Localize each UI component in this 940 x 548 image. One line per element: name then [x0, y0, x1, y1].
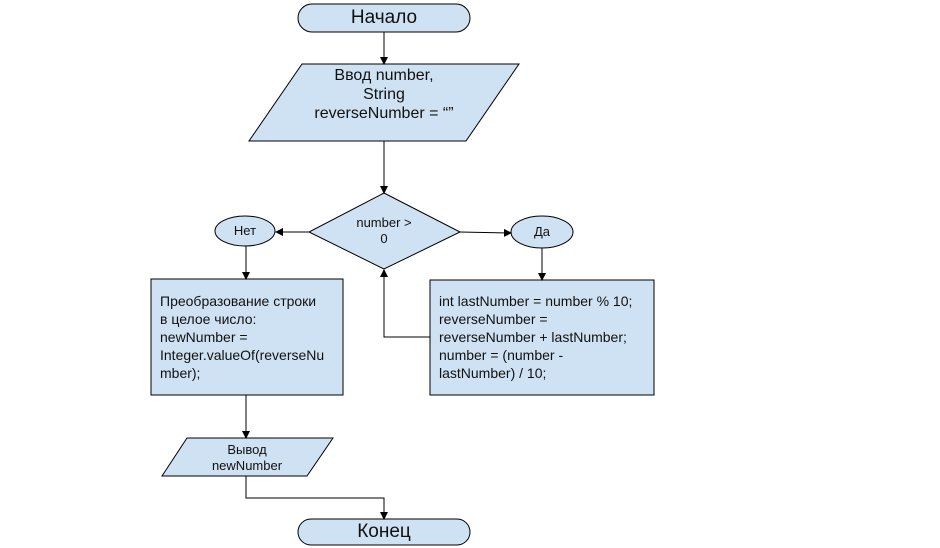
loop-body-line: number = (number - [439, 347, 564, 363]
output-label: Вывод newNumber [172, 442, 322, 474]
condition-line: 0 [380, 231, 388, 246]
convert-line: в целое число: [160, 311, 257, 327]
condition-line: number > [356, 215, 412, 230]
condition-label: number > 0 [334, 215, 434, 247]
loop-body-line: reverseNumber = [439, 311, 548, 327]
input-line: Ввод number, [334, 67, 434, 84]
convert-label: Преобразование строки в целое число: new… [160, 292, 324, 382]
output-parallelogram [161, 437, 334, 477]
edge-condition-to-yes [459, 228, 512, 237]
edge-loop-back [380, 269, 430, 338]
input-line: reverseNumber = “” [314, 105, 454, 122]
output-line: Вывод [227, 442, 267, 457]
input-line: String [363, 86, 405, 103]
input-label: Ввод number, String reverseNumber = “” [284, 66, 484, 123]
edge-output-to-end [245, 476, 388, 520]
yes-label: Да [533, 224, 551, 239]
loop-body-line: reverseNumber + lastNumber; [439, 329, 627, 345]
convert-line: mber); [160, 365, 201, 381]
loop-body-label: int lastNumber = number % 10; reverseNum… [439, 292, 632, 382]
output-line: newNumber [211, 458, 283, 473]
convert-line: newNumber = [160, 329, 248, 345]
start-label: Начало [350, 7, 418, 28]
end-label: Конец [357, 521, 411, 542]
input-parallelogram [248, 63, 520, 142]
loop-body-line: lastNumber) / 10; [439, 365, 547, 381]
convert-line: Integer.valueOf(reverseNu [160, 347, 325, 363]
no-label: Нет [233, 223, 257, 238]
loop-body-line: int lastNumber = number % 10; [439, 293, 633, 309]
convert-line: Преобразование строки [160, 293, 317, 309]
